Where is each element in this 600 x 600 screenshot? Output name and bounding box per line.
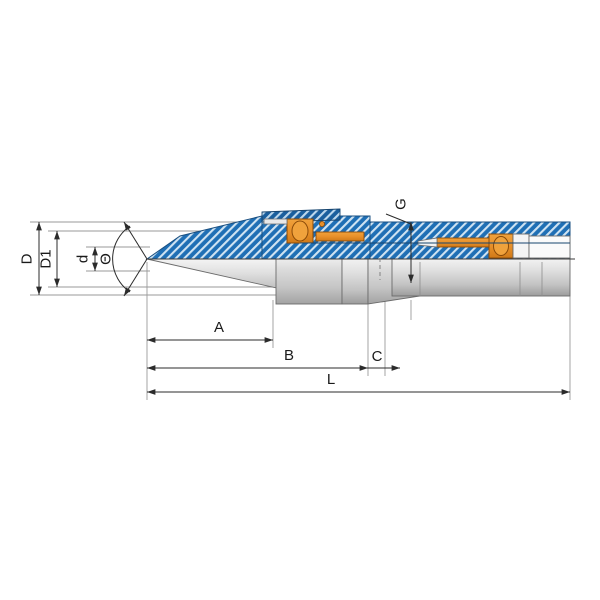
dimension-theta: Θ — [98, 221, 148, 297]
dimension-D: D — [19, 221, 42, 296]
front-ball-bearing — [263, 218, 365, 244]
part-geometry — [145, 208, 575, 305]
dimension-label-A: A — [214, 319, 224, 336]
dimension-label-theta: Θ — [98, 253, 115, 265]
dimension-label-d: d — [75, 255, 92, 263]
dimension-B: B — [146, 347, 369, 371]
dimension-D1: D1 — [38, 230, 60, 288]
dimension-G: G — [385, 198, 414, 284]
dimension-label-L: L — [327, 371, 335, 388]
dimension-A: A — [146, 319, 274, 343]
dimension-label-G: G — [393, 198, 410, 210]
dimension-label-D1: D1 — [38, 249, 55, 268]
centre-body-outer — [146, 258, 571, 305]
dimension-C: C — [368, 348, 401, 371]
internal-bore-lines — [300, 231, 570, 244]
dimension-label-B: B — [284, 347, 294, 364]
dimension-label-C: C — [372, 348, 383, 365]
dimension-label-D: D — [19, 253, 36, 264]
dimension-L: L — [146, 371, 571, 395]
dimension-d: d — [75, 246, 98, 272]
